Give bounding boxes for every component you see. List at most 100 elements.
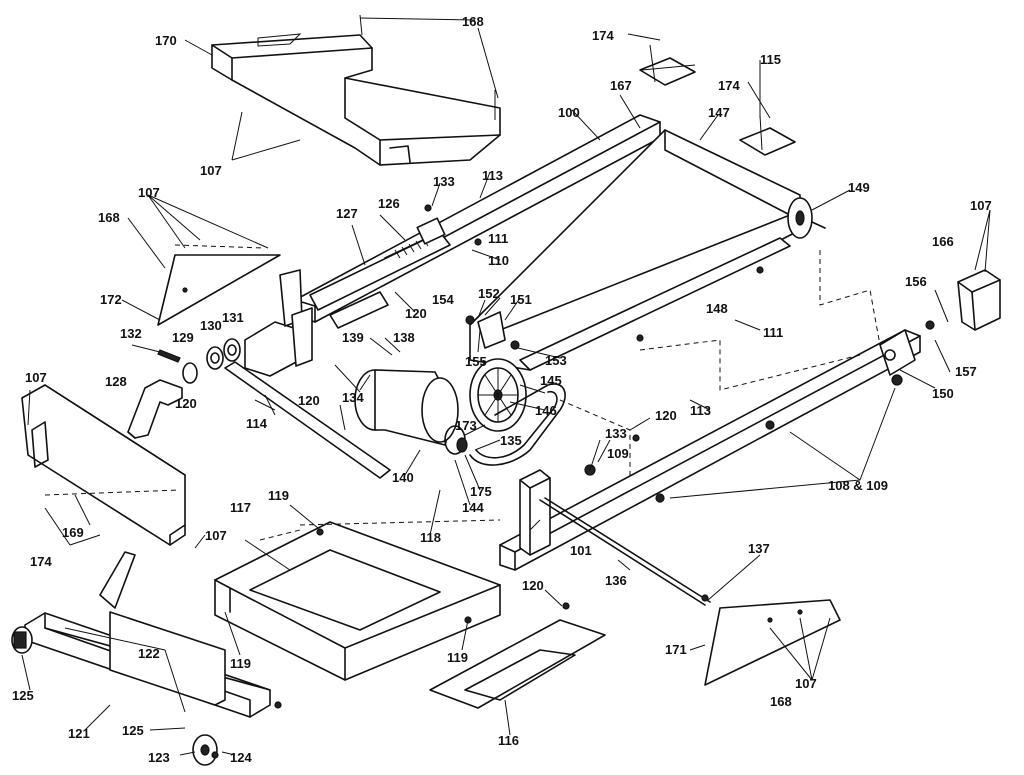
callout-120: 120 xyxy=(655,408,677,423)
callout-168: 168 xyxy=(770,694,792,709)
callout-167: 167 xyxy=(610,78,632,93)
callout-175: 175 xyxy=(470,484,492,499)
callout-155: 155 xyxy=(465,354,487,369)
callout-118: 118 xyxy=(420,530,441,545)
callout-166: 166 xyxy=(932,234,954,249)
callout-126: 126 xyxy=(378,196,400,211)
callout-109: 109 xyxy=(607,446,629,461)
callout-120: 120 xyxy=(298,393,320,408)
rear-upright-bracket xyxy=(519,469,551,556)
rear-roller xyxy=(519,237,791,371)
callout-129: 129 xyxy=(172,330,194,345)
drive-belt xyxy=(469,383,566,466)
callout-154: 154 xyxy=(432,292,454,307)
callout-149: 149 xyxy=(848,180,870,195)
callout-119: 119 xyxy=(268,488,289,503)
callout-169: 169 xyxy=(62,525,84,540)
callout-101: 101 xyxy=(570,543,592,558)
callout-152: 152 xyxy=(478,286,500,301)
callout-117: 117 xyxy=(230,500,251,515)
callout-114: 114 xyxy=(246,416,268,431)
callout-174: 174 xyxy=(30,554,52,569)
callout-107: 107 xyxy=(25,370,47,385)
callout-108-109: 108 & 109 xyxy=(828,478,888,493)
mounting-plate-upper xyxy=(639,57,696,86)
callout-124: 124 xyxy=(230,750,252,765)
callout-128: 128 xyxy=(105,374,127,389)
callout-107: 107 xyxy=(970,198,992,213)
callout-136: 136 xyxy=(605,573,627,588)
callout-133: 133 xyxy=(605,426,627,441)
front-roller xyxy=(787,197,826,239)
motor-tray xyxy=(214,521,501,681)
callout-110: 110 xyxy=(488,253,509,268)
callout-140: 140 xyxy=(392,470,414,485)
callout-157: 157 xyxy=(955,364,977,379)
callout-130: 130 xyxy=(200,318,222,333)
callout-107: 107 xyxy=(205,528,227,543)
callout-127: 127 xyxy=(336,206,358,221)
incline-crank xyxy=(127,379,183,439)
lift-screw-assembly xyxy=(309,217,451,329)
callout-113: 113 xyxy=(482,168,503,183)
callout-138: 138 xyxy=(393,330,415,345)
callout-145: 145 xyxy=(540,373,562,388)
callout-116: 116 xyxy=(498,733,519,748)
callout-131: 131 xyxy=(222,310,244,325)
left-side-panel xyxy=(21,384,186,546)
callout-156: 156 xyxy=(905,274,927,289)
callout-134: 134 xyxy=(342,390,364,405)
callout-107: 107 xyxy=(795,676,817,691)
motor-hood-cover xyxy=(211,33,501,166)
rear-frame-member xyxy=(224,269,391,479)
callout-labels: 168 170 107 174 115 174 167 100 147 149 … xyxy=(12,14,992,765)
callout-174: 174 xyxy=(592,28,614,43)
callout-111: 111 xyxy=(488,231,508,246)
callout-153: 153 xyxy=(545,353,567,368)
callout-146: 146 xyxy=(535,403,557,418)
bottom-plate xyxy=(429,619,606,709)
callout-121: 121 xyxy=(68,726,90,741)
callout-148: 148 xyxy=(706,301,728,316)
callout-122: 122 xyxy=(138,646,160,661)
callout-120: 120 xyxy=(405,306,427,321)
callout-leaders xyxy=(21,17,991,756)
callout-113: 113 xyxy=(690,403,711,418)
callout-119: 119 xyxy=(230,656,251,671)
callout-171: 171 xyxy=(665,642,687,657)
right-rear-cover xyxy=(704,599,841,686)
callout-132: 132 xyxy=(120,326,142,341)
callout-174: 174 xyxy=(718,78,740,93)
front-end-cap xyxy=(957,269,1001,331)
callout-168: 168 xyxy=(462,14,484,29)
callout-123: 123 xyxy=(148,750,170,765)
lower-frame-rail xyxy=(499,329,921,571)
callout-120: 120 xyxy=(522,578,544,593)
callout-139: 139 xyxy=(342,330,364,345)
connector-rod xyxy=(539,497,711,606)
callout-151: 151 xyxy=(510,292,532,307)
callout-125: 125 xyxy=(12,688,34,703)
walking-belt xyxy=(469,129,801,371)
callout-133: 133 xyxy=(433,174,455,189)
callout-168: 168 xyxy=(98,210,120,225)
callout-150: 150 xyxy=(932,386,954,401)
callout-135: 135 xyxy=(500,433,522,448)
callout-119: 119 xyxy=(447,650,468,665)
callout-107: 107 xyxy=(138,185,160,200)
callout-111: 111 xyxy=(763,325,783,340)
callout-172: 172 xyxy=(100,292,122,307)
left-side-cover xyxy=(157,254,281,326)
callout-100: 100 xyxy=(558,105,580,120)
callout-115: 115 xyxy=(760,52,781,67)
drive-pulley xyxy=(469,358,527,432)
drive-motor xyxy=(354,369,468,455)
callout-144: 144 xyxy=(462,500,484,515)
mounting-plate-right xyxy=(739,127,796,156)
callout-147: 147 xyxy=(708,105,730,120)
callout-120: 120 xyxy=(175,396,197,411)
callout-125: 125 xyxy=(122,723,144,738)
control-bracket xyxy=(465,311,520,350)
callout-137: 137 xyxy=(748,541,770,556)
